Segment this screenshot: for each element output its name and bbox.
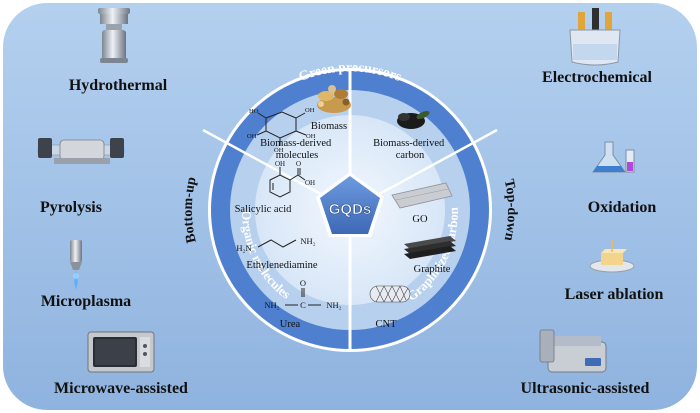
label-second-line: carbon	[396, 150, 425, 161]
outer-label-bottom-up: Bottom-up	[181, 175, 200, 244]
graphite-block-icon	[404, 236, 456, 259]
urea-atom-label: O	[300, 278, 306, 288]
glucose-atom-label: OH	[247, 133, 257, 140]
method-electrochemical-cutting: Electrochemical	[542, 69, 652, 86]
biomass-carbon-icon	[397, 110, 430, 129]
ethylenediamine-structure-icon	[257, 239, 297, 248]
microplasma-nozzle-icon	[70, 240, 82, 290]
go-label: GO	[412, 214, 428, 225]
biomass-derived-molecules-label: Biomass-derived molecules	[260, 138, 334, 161]
tube-furnace-icon	[37, 138, 125, 164]
glucose-atom-label: OH	[274, 147, 284, 154]
salicylic-atom-label: OH	[275, 160, 285, 168]
glucose-atom-label: HO	[249, 108, 259, 115]
glucose-atom-label: OH	[306, 133, 316, 140]
urea-atom-label: C	[300, 300, 306, 310]
laser-ablation-icon	[589, 240, 635, 273]
method-microplasma: Microplasma	[41, 293, 131, 310]
graphene-oxide-sheet-icon	[391, 182, 453, 209]
microwave-oven-icon	[87, 331, 155, 373]
urea-atom-label: NH₂	[264, 300, 279, 310]
salicylic-atom-label: O	[296, 160, 301, 168]
method-oxidation: Oxidation	[588, 199, 657, 216]
method-ultrasonic-assisted: Ultrasonic-assisted	[521, 380, 650, 397]
ethylenediamine-atom-label: NH₂	[300, 236, 315, 246]
carbon-nanotube-icon	[369, 285, 411, 303]
center-pentagon	[320, 176, 380, 234]
cnt-label: CNT	[376, 319, 398, 330]
ethylenediamine-label: Ethylenediamine	[246, 260, 317, 271]
method-pyrolysis: Pyrolysis	[40, 199, 102, 216]
urea-label: Urea	[280, 319, 301, 330]
method-laser-ablation: Laser ablation	[565, 286, 664, 303]
salicylic-acid-structure-icon	[269, 167, 306, 198]
glucose-structure-icon	[256, 111, 307, 146]
method-hydrothermal: Hydrothermal	[69, 77, 168, 94]
label-second-line: molecules	[276, 150, 319, 161]
urea-structure-icon	[285, 288, 321, 306]
salicylic-acid-label: Salicylic acid	[235, 204, 293, 215]
flask-icon	[592, 141, 635, 173]
method-microwave-assisted: Microwave-assisted	[54, 380, 188, 397]
autoclave-icon	[98, 8, 130, 63]
biomass-label: Biomass	[311, 121, 347, 132]
ultrasonic-bath-icon	[539, 329, 607, 373]
salicylic-atom-label: OH	[305, 179, 315, 187]
glucose-atom-label: OH	[305, 107, 315, 114]
graphite-label: Graphite	[414, 264, 451, 275]
gqds-center-label: GQDs	[329, 201, 372, 218]
biomass-derived-carbon-label: Biomass-derived carbon	[373, 138, 447, 161]
electrochemical-cell-icon	[569, 8, 621, 66]
urea-atom-label: NH₂	[326, 300, 341, 310]
ethylenediamine-atom-label: H₂N	[236, 243, 251, 253]
biomass-pile-icon	[317, 85, 351, 113]
